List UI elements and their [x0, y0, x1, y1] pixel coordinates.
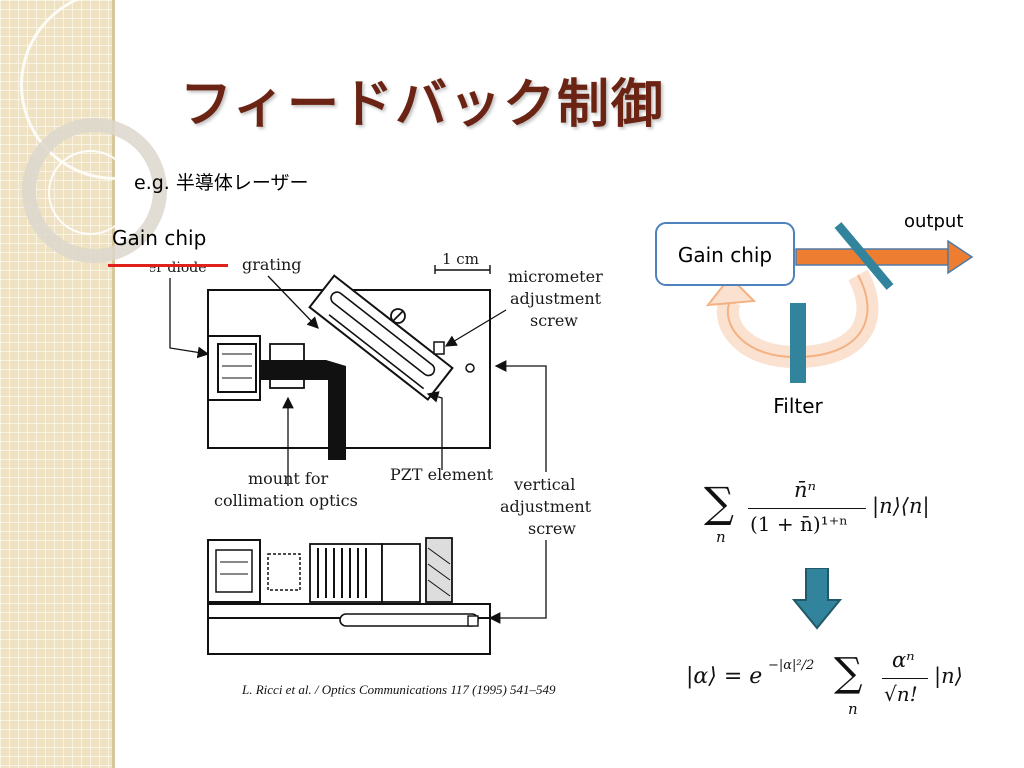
vertical-screw-top: [465, 363, 475, 373]
sum-index: n: [716, 528, 726, 546]
beam-splitter: [834, 222, 894, 290]
laser-diode-housing: [217, 343, 257, 393]
scale-label: 1 cm: [442, 250, 479, 268]
gain-chip-label: Gain chip: [678, 243, 772, 267]
micrometer-label-1: micrometer: [508, 267, 603, 286]
mount-label-2: collimation optics: [214, 491, 358, 510]
coherent-fraction-bar: [882, 678, 928, 679]
vertical-label-2: adjustment: [500, 497, 592, 516]
coherent-sum-index: n: [848, 700, 858, 718]
coherent-ket: |n⟩: [934, 664, 963, 688]
output-label: output: [904, 211, 963, 232]
citation: L. Ricci et al. / Optics Communications …: [242, 682, 556, 697]
vertical-label-1: vertical: [513, 475, 575, 494]
beam-path: [260, 360, 346, 460]
coherent-lhs: |α⟩ = e: [686, 664, 763, 689]
feedback-arrowhead: [705, 275, 757, 307]
gain-chip-box[interactable]: [655, 222, 795, 286]
thermal-state-equation: ∑ n n̄ⁿ (1 + n̄)¹⁺ⁿ |n⟩⟨n|: [700, 478, 950, 550]
projector: |n⟩⟨n|: [872, 494, 930, 518]
down-arrow: [792, 568, 842, 630]
laser-mount-figure: laser diode grating 1 cm micrometer adju…: [150, 250, 603, 655]
decorative-ring-inner: [48, 150, 133, 235]
feedback-schematic: Gain chip output Filter: [655, 211, 974, 418]
micrometer-screw: [433, 341, 445, 355]
sum-symbol: ∑: [704, 478, 734, 527]
fraction-denominator: (1 + n̄)¹⁺ⁿ: [750, 512, 848, 536]
filter-element: [790, 303, 806, 383]
strikethrough-line: [108, 264, 228, 267]
laser-diode-label: laser diode: [150, 260, 207, 276]
coherent-sum-symbol: ∑: [834, 650, 863, 696]
vertical-label-3: screw: [528, 519, 576, 538]
fraction-bar: [748, 508, 866, 509]
micrometer-label-2: adjustment: [510, 289, 602, 308]
gain-chip-annotation: Gain chip: [112, 226, 207, 250]
sidebar-edge: [112, 0, 115, 768]
coherent-state-equation: |α⟩ = e −|α|²/2 ∑ n αⁿ √n! |n⟩: [686, 648, 976, 722]
slide-subtitle: e.g. 半導体レーザー: [134, 172, 309, 194]
slide-title: フィードバック制御: [180, 75, 665, 135]
coherent-numerator: αⁿ: [892, 648, 915, 672]
output-arrowhead: [947, 239, 974, 275]
mount-label-1: mount for: [248, 469, 328, 488]
coherent-exponent: −|α|²/2: [768, 658, 815, 673]
coherent-denominator: √n!: [884, 682, 918, 706]
side-view: [207, 537, 491, 655]
grating-label: grating: [242, 255, 302, 274]
pzt-label: PZT element: [390, 465, 494, 484]
fraction-numerator: n̄ⁿ: [794, 478, 817, 502]
micrometer-label-3: screw: [530, 311, 578, 330]
filter-label: Filter: [773, 394, 823, 418]
